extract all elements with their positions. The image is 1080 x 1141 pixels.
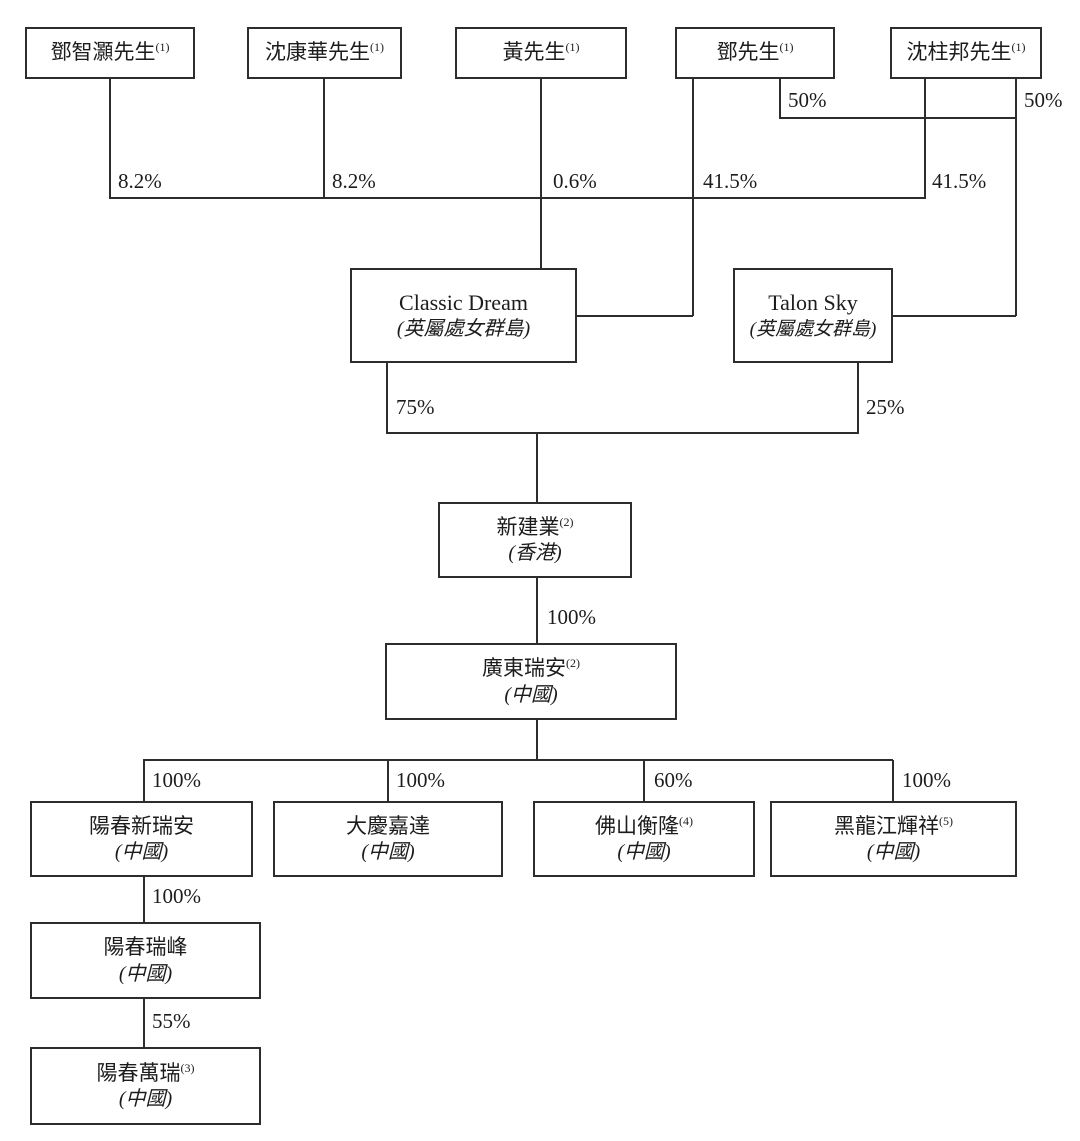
entity-jurisdiction: (中國) <box>866 841 921 864</box>
entity-name: 黃先生(1) <box>502 40 580 65</box>
line-p1-drop <box>109 79 111 198</box>
line-into-xin-jian-ye <box>536 433 538 502</box>
ownership-label-p5-talon-sky: 50% <box>1024 88 1063 112</box>
line-p2-drop <box>323 79 325 198</box>
line-xin-ruian-to-ruifeng <box>143 877 145 922</box>
line-subsidiary-split <box>143 759 893 761</box>
line-p5-drop <box>924 79 926 198</box>
entity-jurisdiction: (香港) <box>508 542 562 565</box>
line-xin-jian-ye-down <box>536 578 538 643</box>
footnote-marker: (3) <box>180 1060 195 1075</box>
entity-name: 廣東瑞安(2) <box>482 656 580 681</box>
entity-name: Talon Sky <box>768 290 858 316</box>
ownership-label-p1-classic-dream: 8.2% <box>118 169 162 193</box>
footnote-marker: (1) <box>155 40 170 55</box>
entity-jurisdiction: (英屬處女群島) <box>749 318 877 340</box>
line-p5-talon-drop <box>1015 79 1017 316</box>
entity-box-foshan-henglong: 佛山衡隆(4) (中國) <box>533 801 755 877</box>
line-child2-drop <box>387 760 389 801</box>
entity-box-shen-chu-bang: 沈柱邦先生(1) <box>890 27 1042 79</box>
line-child1-drop <box>143 760 145 801</box>
footnote-marker: (1) <box>565 40 580 55</box>
entity-box-mr-tang: 鄧先生(1) <box>675 27 835 79</box>
entity-name: 佛山衡隆(4) <box>595 813 693 838</box>
footnote-marker: (2) <box>559 514 574 529</box>
ownership-label-p5-classic-dream: 41.5% <box>932 169 987 193</box>
entity-box-talon-sky: Talon Sky (英屬處女群島) <box>733 268 893 363</box>
entity-box-xin-jian-ye: 新建業(2) (香港) <box>438 502 632 578</box>
entity-box-heilongjiang-huixiang: 黑龍江輝祥(5) (中國) <box>770 801 1017 877</box>
entity-jurisdiction: (中國) <box>361 841 415 864</box>
line-talon-fifty-merge <box>779 117 1017 119</box>
footnote-marker: (5) <box>939 813 953 828</box>
ownership-label-p2-classic-dream: 8.2% <box>332 169 376 193</box>
entity-jurisdiction: (中國) <box>504 683 558 706</box>
ownership-label-xjy-guangdong: 100% <box>547 605 596 629</box>
ownership-label-gd-heilongjiang: 100% <box>902 768 951 792</box>
ownership-label-gd-daqing: 100% <box>396 768 445 792</box>
line-classic-dream-collector <box>109 197 926 199</box>
entity-name: 新建業(2) <box>496 514 574 539</box>
entity-name: 陽春瑞峰 <box>103 935 188 960</box>
ownership-label-p4-classic-dream: 41.5% <box>703 169 758 193</box>
entity-jurisdiction: (中國) <box>118 1088 173 1111</box>
entity-name: 沈康華先生(1) <box>265 40 384 65</box>
footnote-marker: (1) <box>779 40 794 55</box>
entity-box-mr-wong: 黃先生(1) <box>455 27 627 79</box>
entity-box-yangchun-xin-ruian: 陽春新瑞安 (中國) <box>30 801 253 877</box>
footnote-marker: (1) <box>1011 40 1026 55</box>
entity-jurisdiction: (英屬處女群島) <box>396 318 531 341</box>
line-p3-drop-to-classic-dream <box>540 79 542 268</box>
line-ruifeng-to-wanrui <box>143 999 145 1047</box>
entity-name: 鄧先生(1) <box>716 40 794 65</box>
ownership-label-talon-sky-xjy: 25% <box>866 395 905 419</box>
footnote-marker: (1) <box>370 40 384 55</box>
line-guangdong-ruian-down <box>536 720 538 760</box>
entity-name: 黑龍江輝祥(5) <box>834 813 953 838</box>
line-classic-dream-down <box>386 363 388 433</box>
entity-jurisdiction: (中國) <box>114 841 169 864</box>
line-75-25-merge <box>386 432 859 434</box>
entity-name: 沈柱邦先生(1) <box>906 40 1026 65</box>
entity-box-shen-kang-hua: 沈康華先生(1) <box>247 27 402 79</box>
ownership-label-gd-foshan: 60% <box>654 768 693 792</box>
line-classic-dream-right-entry <box>577 315 693 317</box>
entity-box-yangchun-wanrui: 陽春萬瑞(3) (中國) <box>30 1047 261 1125</box>
ownership-label-p4-talon-sky: 50% <box>788 88 827 112</box>
entity-box-tang-chi-ho: 鄧智灝先生(1) <box>25 27 195 79</box>
ownership-label-p3-classic-dream: 0.6% <box>553 169 597 193</box>
line-child3-drop <box>643 760 645 801</box>
line-talon-sky-right-entry <box>892 315 1016 317</box>
entity-box-daqing-jiada: 大慶嘉達 (中國) <box>273 801 503 877</box>
footnote-marker: (4) <box>679 813 693 828</box>
entity-box-guangdong-ruian: 廣東瑞安(2) (中國) <box>385 643 677 720</box>
line-p4-talon-drop <box>779 79 781 118</box>
entity-name: 鄧智灝先生(1) <box>50 40 170 65</box>
ownership-label-xinruian-ruifeng: 100% <box>152 884 201 908</box>
ownership-label-gd-xin-ruian: 100% <box>152 768 201 792</box>
entity-name: 陽春萬瑞(3) <box>96 1060 195 1085</box>
ownership-label-classic-dream-xjy: 75% <box>396 395 435 419</box>
footnote-marker: (2) <box>566 656 580 671</box>
ownership-label-ruifeng-wanrui: 55% <box>152 1009 191 1033</box>
entity-box-classic-dream: Classic Dream (英屬處女群島) <box>350 268 577 363</box>
line-child4-drop <box>892 760 894 801</box>
line-talon-sky-down <box>857 363 859 433</box>
entity-name: 陽春新瑞安 <box>89 813 194 838</box>
entity-name: Classic Dream <box>399 289 528 315</box>
entity-name: 大慶嘉達 <box>346 813 430 838</box>
entity-box-yangchun-ruifeng: 陽春瑞峰 (中國) <box>30 922 261 999</box>
entity-jurisdiction: (中國) <box>118 962 173 985</box>
entity-jurisdiction: (中國) <box>617 841 671 864</box>
